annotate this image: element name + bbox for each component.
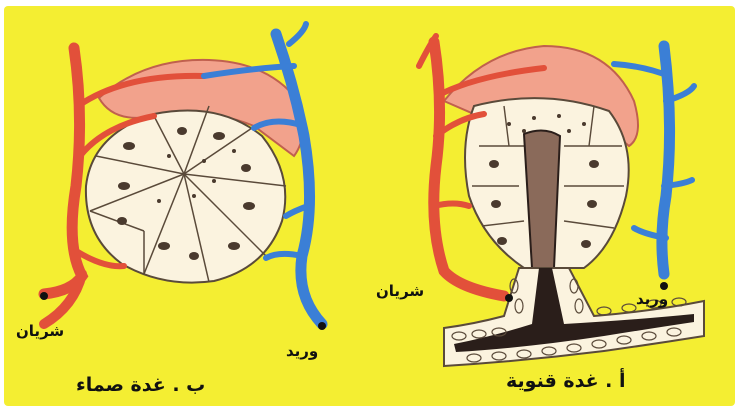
exocrine-vein-label: وريد — [636, 290, 668, 308]
exocrine-vein-marker — [660, 282, 668, 290]
endocrine-artery-marker — [40, 292, 48, 300]
exocrine-artery-label: شريان — [376, 282, 424, 300]
endocrine-artery — [44, 48, 82, 294]
diagram-board: شريان وريد ب . غدة صماء شريان وريد أ . غ… — [4, 6, 735, 406]
endocrine-caption: ب . غدة صماء — [76, 374, 205, 396]
exocrine-caption: أ . غدة قنوية — [506, 370, 626, 392]
exocrine-artery-marker — [505, 294, 513, 302]
gland-diagrams-svg — [4, 6, 735, 406]
exocrine-gland-diagram — [419, 36, 704, 366]
endocrine-gland-body — [86, 110, 285, 282]
endocrine-artery-label: شريان — [16, 322, 64, 340]
endocrine-vein-label: وريد — [286, 342, 318, 360]
endocrine-gland-diagram — [40, 24, 326, 330]
endocrine-vein-marker — [318, 322, 326, 330]
endocrine-artery-lower — [44, 274, 82, 324]
